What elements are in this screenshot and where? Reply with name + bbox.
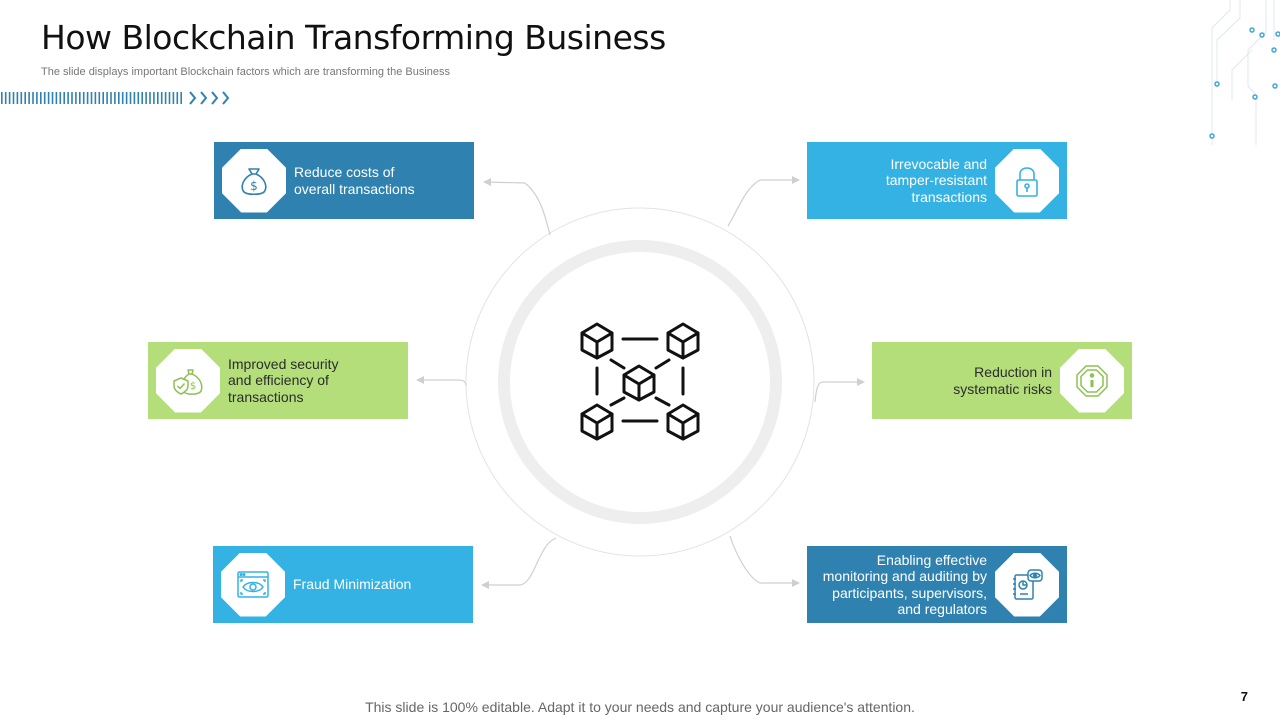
circuit-decoration-icon xyxy=(1209,0,1280,145)
inner-ring xyxy=(498,240,782,524)
benefit-label: Reduction in systematic risks xyxy=(953,364,1052,397)
benefit-box-monitoring-auditing: Enabling effective monitoring and auditi… xyxy=(807,546,1067,623)
secure-money-bag-icon: $ xyxy=(173,368,203,395)
decorative-progress-bar xyxy=(1,91,230,105)
money-bag-icon: $ xyxy=(241,167,267,195)
benefit-label: Fraud Minimization xyxy=(293,576,412,593)
benefit-label: Irrevocable and tamper-resistant transac… xyxy=(885,155,987,205)
benefit-label: Enabling effective monitoring and auditi… xyxy=(822,551,987,618)
connector-lines xyxy=(418,179,863,586)
icon-badge xyxy=(995,552,1059,617)
benefit-box-fraud-minimization: Fraud Minimization xyxy=(213,546,473,623)
icon-badge xyxy=(1060,348,1124,413)
icon-badge: $ xyxy=(156,348,220,413)
connector-arrowheads xyxy=(416,176,865,589)
benefit-box-security: $ Improved security and efficiency of tr… xyxy=(148,342,408,419)
icon-badge xyxy=(995,148,1059,213)
benefit-label: Reduce costs of overall transactions xyxy=(294,164,415,197)
outer-ring xyxy=(465,207,815,557)
icon-badge: $ xyxy=(222,148,286,213)
icon-badge xyxy=(221,552,285,617)
svg-text:$: $ xyxy=(190,381,196,392)
audit-report-icon xyxy=(1013,568,1043,600)
warning-octagon-icon xyxy=(1076,364,1108,397)
page-number: 7 xyxy=(1240,689,1248,704)
eye-monitor-icon xyxy=(237,570,269,598)
benefit-label: Improved security and efficiency of tran… xyxy=(228,355,339,405)
slide-title: How Blockchain Transforming Business xyxy=(41,18,666,57)
svg-text:$: $ xyxy=(250,179,258,193)
padlock-icon xyxy=(1016,166,1038,197)
benefit-box-reduce-costs: $ Reduce costs of overall transactions xyxy=(214,142,474,219)
slide-footer-note: This slide is 100% editable. Adapt it to… xyxy=(365,699,915,715)
slide-subtitle: The slide displays important Blockchain … xyxy=(41,66,451,78)
benefit-box-irrevocable: Irrevocable and tamper-resistant transac… xyxy=(807,142,1067,219)
blockchain-network-icon xyxy=(580,322,700,441)
benefit-box-systematic-risks: Reduction in systematic risks xyxy=(872,342,1132,419)
